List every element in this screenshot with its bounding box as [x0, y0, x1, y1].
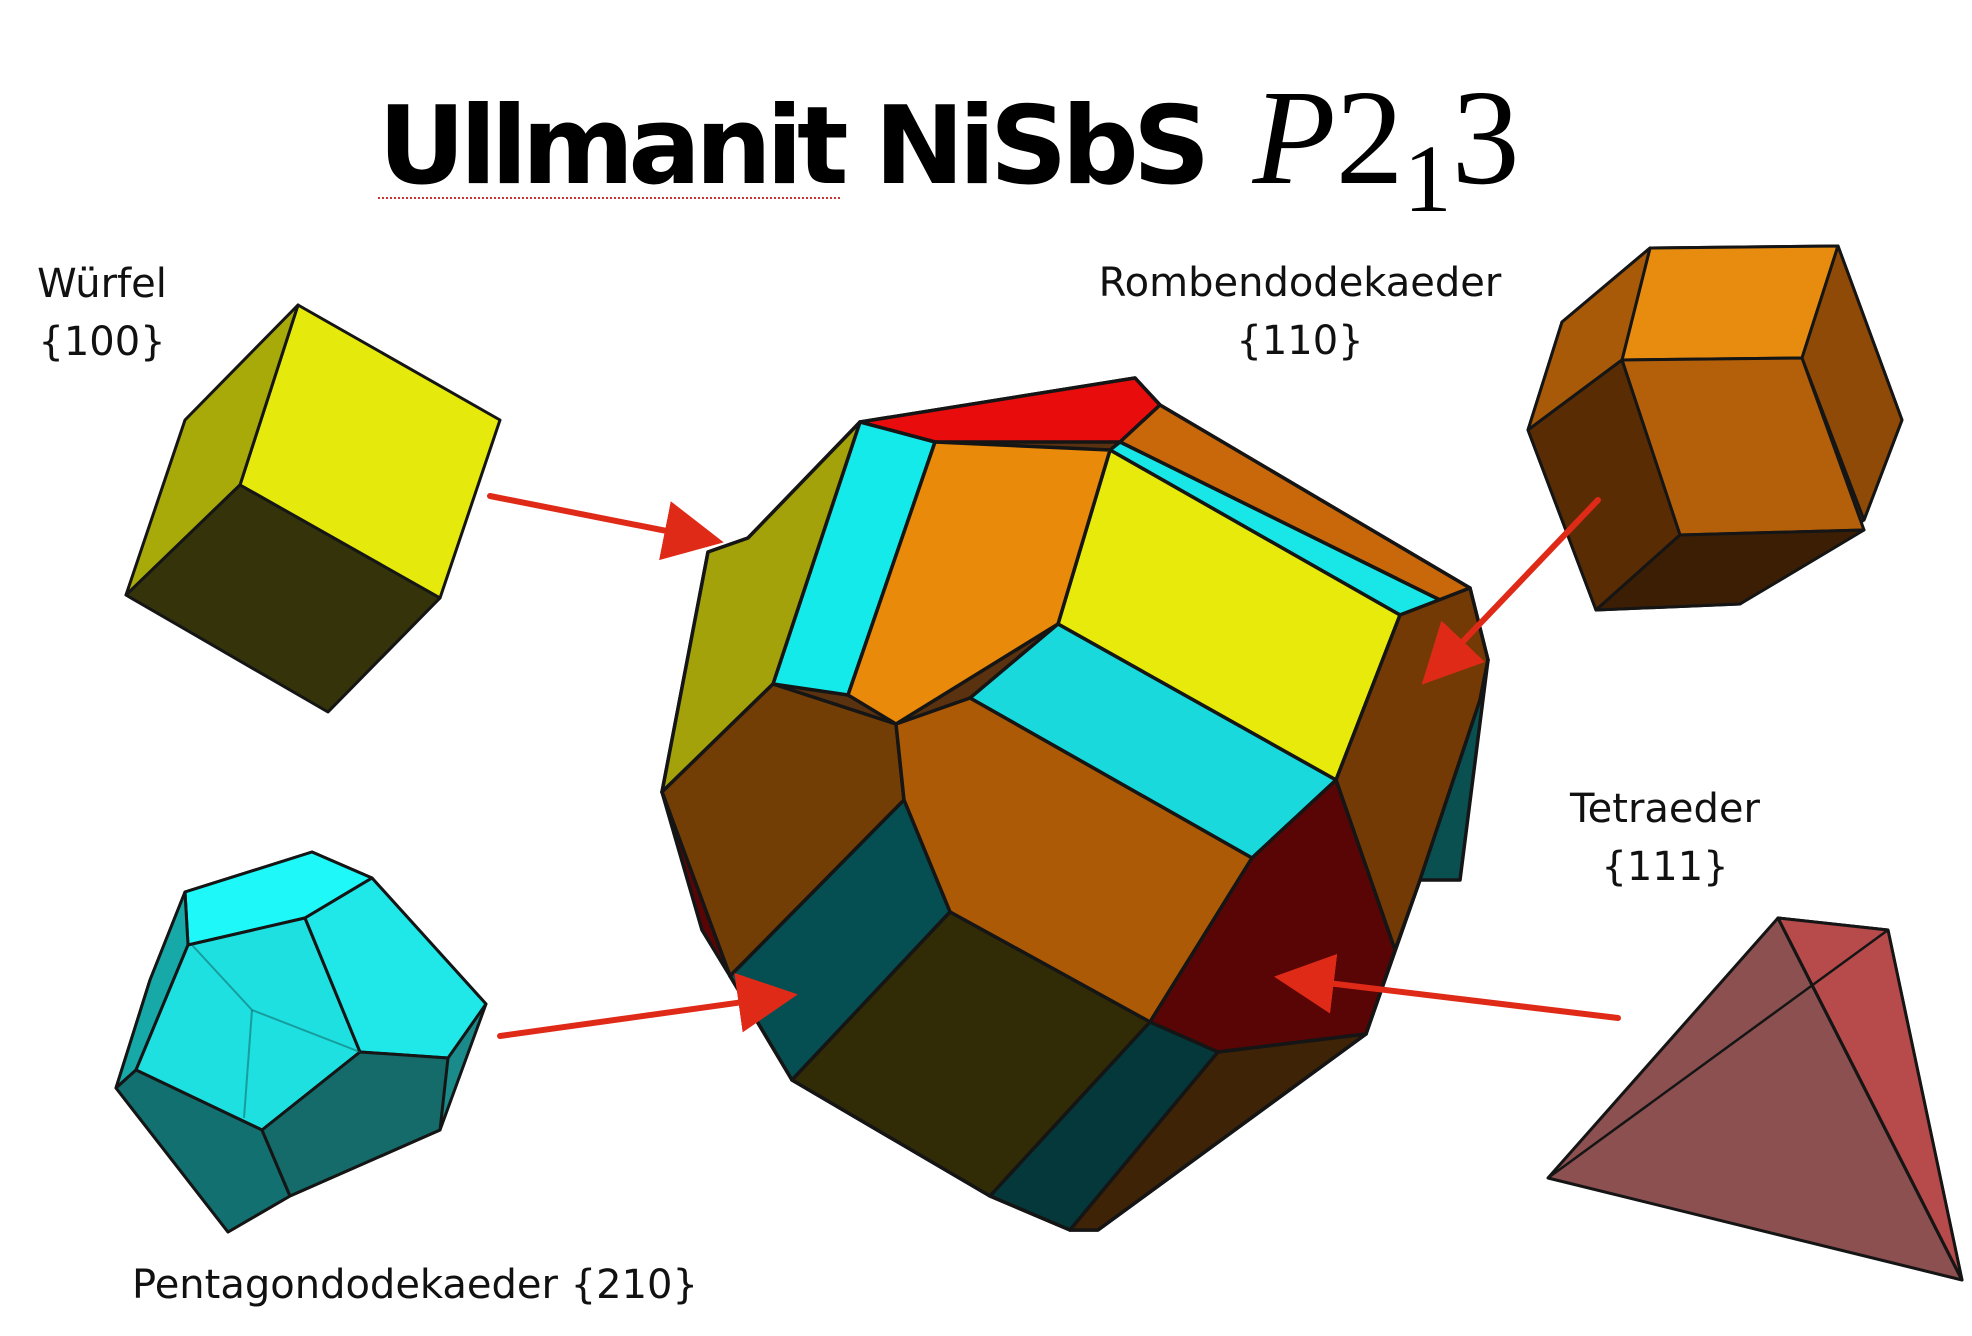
cube-front-face [124, 483, 442, 714]
combined-brown-bottom-face [1068, 1032, 1368, 1232]
rhombic-dodecahedron-right-top-face [1800, 244, 1904, 522]
space-group-letter: P [1252, 63, 1336, 213]
space-group-tail: 3 [1451, 63, 1520, 213]
page-title: Ullmanit NiSbS P213 [378, 60, 1520, 227]
pentagon-dodecahedron-solid [114, 850, 488, 1234]
pentagon-dodecahedron-name: Pentagondodekaeder {210} [132, 1262, 698, 1308]
arrow-tetrahedron-to-crystal [1274, 953, 1621, 1021]
arrow-cube-to-crystal [487, 493, 724, 561]
tetrahedron-name: Tetraeder [1570, 786, 1760, 832]
tetrahedron-miller: {111} [1601, 844, 1729, 890]
arrows [487, 493, 1621, 1039]
pentagon-dodecahedron-lower-face [114, 1068, 292, 1234]
title-formula: NiSbS [874, 84, 1210, 209]
combined-teal-right-edge [1418, 658, 1490, 882]
title-mineral: Ullmanit [378, 84, 849, 209]
cube-solid [124, 303, 502, 714]
cube-miller: {100} [38, 319, 166, 365]
combined-crystal [660, 376, 1490, 1232]
rhombic-dodecahedron-label: Rombendodekaeder {110} [1090, 254, 1510, 370]
space-group: P213 [1252, 60, 1520, 227]
pentagon-dodecahedron-right-face [303, 876, 488, 1060]
rhombic-dodecahedron-solid [1526, 244, 1904, 612]
space-group-subscript: 1 [1403, 125, 1452, 232]
arrow-rhombic-to-crystal [1421, 497, 1601, 685]
space-group-digit: 2 [1335, 63, 1404, 213]
title-mineral-formula: Ullmanit NiSbS [378, 84, 1211, 209]
rhombic-dodecahedron-name: Rombendodekaeder [1098, 260, 1502, 306]
cube-name: Würfel [37, 261, 167, 307]
combined-orange-face [846, 440, 1112, 726]
pentagon-dodecahedron-label: Pentagondodekaeder {210} [132, 1256, 698, 1314]
tetrahedron-solid [1546, 916, 1964, 1282]
arrow-pentagon-to-crystal [497, 972, 798, 1039]
pentagon-dodecahedron-bottom-face [260, 1050, 450, 1198]
tetrahedron-label: Tetraeder {111} [1540, 780, 1790, 896]
rhombic-dodecahedron-bottom-face [1594, 528, 1866, 612]
rhombic-dodecahedron-miller: {110} [1236, 318, 1364, 364]
cube-label: Würfel {100} [22, 255, 182, 371]
combined-dark-red-left-sliver [660, 790, 732, 978]
